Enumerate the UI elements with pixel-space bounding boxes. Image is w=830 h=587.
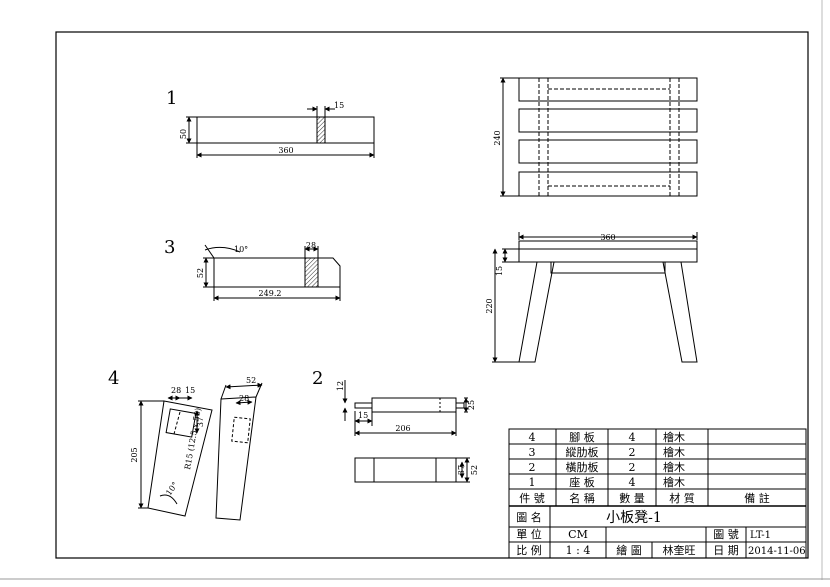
scale-label: 比 例 bbox=[516, 543, 542, 557]
part-4-inner-dim: R15 (12.5 x 50) bbox=[183, 407, 203, 470]
part-4-depth-dim: 37 bbox=[196, 417, 205, 427]
bom-cell-no: 4 bbox=[529, 431, 536, 444]
bom-header-qty: 數 量 bbox=[619, 492, 645, 505]
bom-cell-no: 1 bbox=[529, 476, 536, 489]
bom-cell-name: 座 板 bbox=[569, 475, 595, 489]
part-4-top-b-dim: 15 bbox=[185, 386, 195, 395]
part-4-view: 4 10° R15 (12.5 x 50) 28 15 37 205 52 28 bbox=[108, 368, 263, 521]
bom-header-name: 名 稱 bbox=[569, 491, 595, 505]
bom-row: 1 座 板 4 檜木 bbox=[529, 475, 686, 489]
title-block-text: 圖 名 小板凳-1 單 位 CM 圖 號 LT-1 比 例 1 : 4 繪 圖 … bbox=[516, 510, 805, 557]
title-label: 圖 名 bbox=[516, 510, 542, 524]
bom-cell-name: 縱肋板 bbox=[566, 445, 599, 459]
unit-value: CM bbox=[568, 528, 588, 541]
bom-table: 4 腳 板 4 檜木 3 縱肋板 2 檜木 2 橫肋板 2 檜木 1 座 板 4… bbox=[519, 430, 770, 505]
bom-row: 4 腳 板 4 檜木 bbox=[529, 430, 686, 444]
part-2-view: 2 12 15 25 206 52 37 bbox=[312, 368, 479, 483]
part-4-number: 4 bbox=[108, 368, 119, 389]
bom-cell-qty: 4 bbox=[629, 476, 636, 489]
bom-header-material: 材 質 bbox=[669, 491, 695, 505]
bom-cell-no: 3 bbox=[529, 446, 536, 459]
assembly-width-dim: 360 bbox=[600, 233, 615, 242]
date-value: 2014-11-06 bbox=[748, 546, 806, 557]
bom-header: 件 號 名 稱 數 量 材 質 備 註 bbox=[519, 491, 770, 505]
part-3-view: 3 28 10° 52 249.2 bbox=[164, 237, 341, 301]
part-2-height-a-dim: 25 bbox=[467, 400, 476, 410]
part-4-top-a-dim: 28 bbox=[171, 386, 181, 395]
assembly-height-dim: 220 bbox=[485, 298, 494, 313]
part-4-side-top-dim: 52 bbox=[246, 376, 256, 385]
sheet-border bbox=[55, 31, 809, 559]
drawn-value: 林奎旺 bbox=[663, 543, 696, 557]
part-3-height-dim: 52 bbox=[196, 268, 205, 278]
assembly-depth-dim: 240 bbox=[493, 130, 502, 145]
part-2-number: 2 bbox=[312, 368, 323, 389]
part-1-number: 1 bbox=[166, 88, 177, 109]
part-1-length-dim: 360 bbox=[278, 146, 293, 155]
part-1-slot-dim: 15 bbox=[334, 101, 344, 110]
part-3-angle-dim: 10° bbox=[234, 245, 248, 254]
part-4-height-dim: 205 bbox=[130, 447, 139, 462]
part-3-number: 3 bbox=[164, 237, 175, 258]
bom-cell-material: 檜木 bbox=[663, 445, 685, 459]
bom-cell-material: 檜木 bbox=[663, 475, 685, 489]
part-4-side-inner-dim: 28 bbox=[239, 394, 249, 403]
part-4-angle-dim: 10° bbox=[164, 480, 180, 497]
assembly-front-view: 360 15 220 bbox=[485, 232, 698, 363]
assembly-seat-dim: 15 bbox=[495, 266, 504, 276]
bom-header-note: 備 註 bbox=[744, 492, 770, 505]
part-3-length-dim: 249.2 bbox=[259, 289, 282, 298]
bom-cell-qty: 2 bbox=[629, 461, 636, 474]
bom-row: 3 縱肋板 2 檜木 bbox=[529, 445, 686, 459]
part-2-thickness-dim: 12 bbox=[336, 381, 345, 391]
bom-cell-no: 2 bbox=[529, 461, 536, 474]
part-2-tenon-dim: 15 bbox=[358, 411, 368, 420]
bom-cell-name: 腳 板 bbox=[569, 430, 595, 444]
title-value: 小板凳-1 bbox=[606, 510, 662, 526]
drawing-no-value: LT-1 bbox=[750, 530, 771, 541]
bom-cell-qty: 4 bbox=[629, 431, 636, 444]
bom-cell-qty: 2 bbox=[629, 446, 636, 459]
date-label: 日 期 bbox=[713, 544, 739, 557]
bom-cell-name: 橫肋板 bbox=[566, 460, 599, 474]
scale-value: 1 : 4 bbox=[566, 544, 591, 557]
part-1-height-dim: 50 bbox=[179, 129, 188, 139]
assembly-top-view: 240 bbox=[493, 77, 698, 197]
unit-label: 單 位 bbox=[516, 527, 542, 541]
bom-row: 2 橫肋板 2 檜木 bbox=[529, 460, 686, 474]
bom-cell-material: 檜木 bbox=[663, 460, 685, 474]
drawing-no-label: 圖 號 bbox=[713, 528, 739, 541]
part-2-depth-dim: 37 bbox=[457, 465, 466, 475]
drawn-label: 繪 圖 bbox=[616, 543, 642, 557]
part-2-length-dim: 206 bbox=[395, 424, 410, 433]
title-block bbox=[508, 428, 807, 559]
bom-header-no: 件 號 bbox=[519, 492, 545, 505]
part-1-view: 1 15 50 360 bbox=[166, 88, 375, 158]
part-2-height-b-dim: 52 bbox=[470, 465, 479, 475]
bom-cell-material: 檜木 bbox=[663, 430, 685, 444]
part-3-slot-dim: 28 bbox=[306, 241, 316, 250]
